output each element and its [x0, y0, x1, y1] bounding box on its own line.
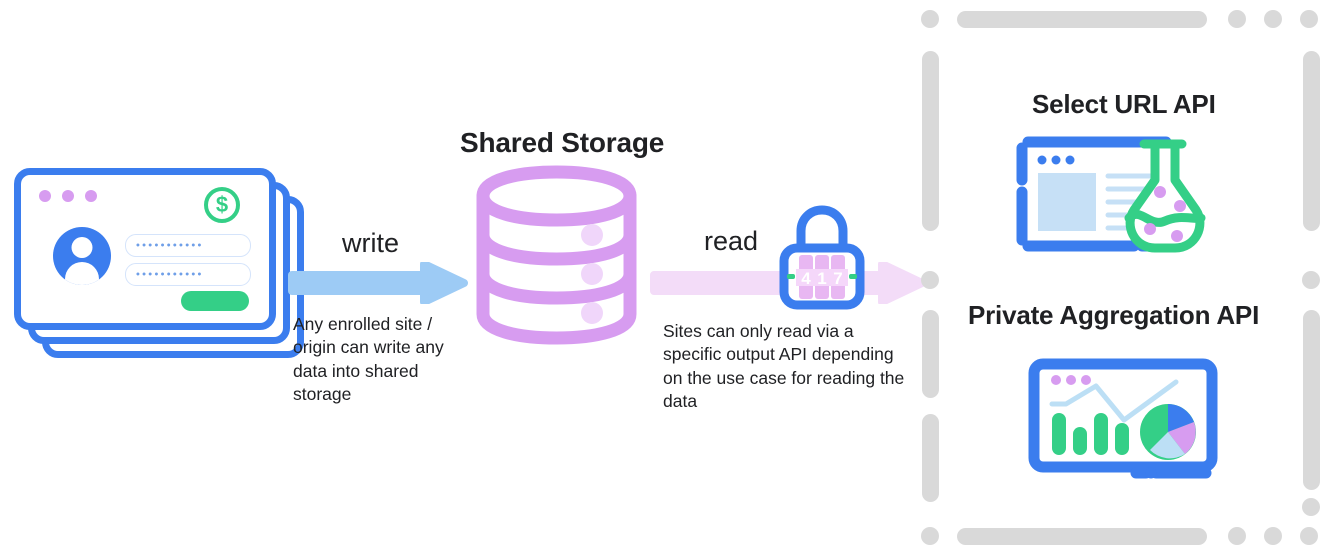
write-label: write	[342, 228, 400, 258]
lock-dials	[796, 255, 848, 299]
browser-dot-3	[1065, 155, 1075, 165]
border-dash-left-3	[922, 414, 939, 502]
chart-dashboard-icon	[1028, 358, 1218, 479]
write-arrow	[288, 262, 468, 304]
username-field-value: •••••••••••	[136, 239, 204, 251]
flask-bubbles	[1144, 186, 1186, 242]
pie-slice-lightblue	[1150, 432, 1185, 459]
border-dash-top	[957, 11, 1207, 28]
border-dot-left-mid	[921, 271, 939, 289]
dash-dot-1	[1051, 375, 1061, 385]
cylinder-band-2	[476, 267, 637, 305]
bubble-1	[1154, 186, 1166, 198]
border-dot-bl	[921, 527, 939, 545]
write-arrow-shape	[288, 262, 468, 304]
cylinder-indicator-dots	[581, 224, 603, 324]
pie-chart	[1140, 404, 1196, 460]
border-dot-tr	[1300, 10, 1318, 28]
browser-thumbnail	[1038, 173, 1096, 231]
window-dot-3	[85, 190, 97, 202]
lock-mark-right	[849, 274, 857, 279]
bar-1	[1052, 413, 1066, 455]
border-dot-t1	[1228, 10, 1246, 28]
dash-dot-2	[1066, 375, 1076, 385]
password-field[interactable]: •••••••••••	[125, 263, 251, 286]
password-field-value: •••••••••••	[136, 268, 204, 280]
border-dot-t2	[1264, 10, 1282, 28]
bubble-2	[1174, 200, 1186, 212]
cylinder-band-1	[476, 228, 637, 266]
dashboard-window-dots	[1051, 375, 1091, 385]
combination-lock-icon: 4 1 7	[779, 205, 865, 310]
bar-3	[1094, 413, 1108, 455]
bar-chart	[1052, 413, 1129, 455]
avatar-body	[65, 262, 99, 285]
browser-frame	[1016, 136, 1172, 252]
cylinder-dot-3	[581, 302, 603, 324]
border-dot-right-mid	[1302, 271, 1320, 289]
lock-digits: 4 1 7	[801, 269, 842, 288]
bubble-4	[1171, 230, 1183, 242]
bar-4	[1115, 423, 1129, 455]
bar-2	[1073, 427, 1087, 455]
flask-icon	[1124, 139, 1206, 253]
read-caption: Sites can only read via a specific outpu…	[663, 321, 905, 411]
border-dot-b2	[1264, 527, 1282, 545]
dashboard-base-dot	[1145, 467, 1157, 479]
browser-window	[1016, 136, 1172, 252]
border-dash-right-1	[1303, 51, 1320, 231]
border-dot-r3	[1302, 498, 1320, 516]
avatar-head	[71, 237, 93, 258]
border-dash-left-1	[922, 51, 939, 231]
flask-liquid-line	[1124, 209, 1206, 227]
lock-side-marks	[787, 274, 857, 279]
bubble-3	[1144, 223, 1156, 235]
pie-slice-purple	[1168, 422, 1196, 454]
user-avatar-icon	[53, 227, 111, 285]
lock-digit-3: 7	[833, 269, 842, 288]
dash-dot-3	[1081, 375, 1091, 385]
lock-digit-1: 4	[801, 269, 811, 288]
border-dot-br	[1300, 527, 1318, 545]
browser-flask-icon	[1016, 136, 1206, 253]
border-dash-bottom	[957, 528, 1207, 545]
cylinder-dot-1	[581, 224, 603, 246]
browser-dot-2	[1051, 155, 1061, 165]
flask-outline	[1125, 139, 1205, 253]
border-dash-left-2	[922, 310, 939, 398]
browser-dot-1	[1037, 155, 1047, 165]
browser-dots	[1037, 155, 1075, 165]
lock-mark-left	[787, 274, 795, 279]
username-field[interactable]: •••••••••••	[125, 234, 251, 257]
read-label: read	[704, 226, 759, 256]
border-dot-tl	[921, 10, 939, 28]
cylinder-top	[476, 165, 637, 227]
dollar-badge-icon: $	[204, 187, 240, 223]
window-control-dots	[39, 190, 97, 202]
cylinder-dot-2	[581, 263, 603, 285]
private-aggregation-api-title: Private Aggregation API	[968, 300, 1260, 330]
window-dot-1	[39, 190, 51, 202]
shared-storage-cylinder-icon	[476, 165, 637, 345]
line-chart	[1049, 379, 1179, 423]
output-apis-panel	[921, 10, 1320, 545]
website-card-stack: $ ••••••••••• •••••••••••	[14, 168, 304, 358]
cylinder-body	[476, 189, 637, 345]
card-front: $ ••••••••••• •••••••••••	[14, 168, 276, 330]
lock-digit-2: 1	[817, 269, 826, 288]
lock-shackle	[796, 205, 848, 255]
panel-dashed-border	[921, 10, 1320, 545]
submit-button[interactable]	[181, 291, 249, 311]
write-caption: Any enrolled site / origin can write any…	[293, 314, 444, 404]
window-dot-2	[62, 190, 74, 202]
dial-window	[796, 269, 848, 286]
shared-storage-title: Shared Storage	[460, 127, 665, 158]
pie-slice-blue	[1168, 404, 1194, 432]
border-dot-b1	[1228, 527, 1246, 545]
select-url-api-title: Select URL API	[1032, 89, 1216, 119]
border-dash-right-2	[1303, 310, 1320, 490]
